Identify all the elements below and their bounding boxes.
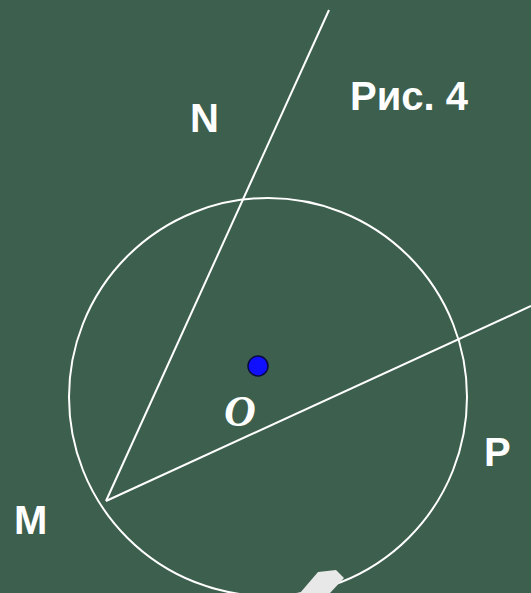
point-label: N <box>190 98 219 138</box>
chalk <box>300 570 344 593</box>
center-point <box>248 356 268 376</box>
circle <box>69 198 467 593</box>
ray-mp <box>106 306 531 501</box>
point-label: M <box>14 500 47 540</box>
center-label: O <box>224 390 256 434</box>
ray-mn <box>106 10 329 501</box>
point-label: P <box>484 432 511 472</box>
figure-caption: Рис. 4 <box>350 76 468 116</box>
